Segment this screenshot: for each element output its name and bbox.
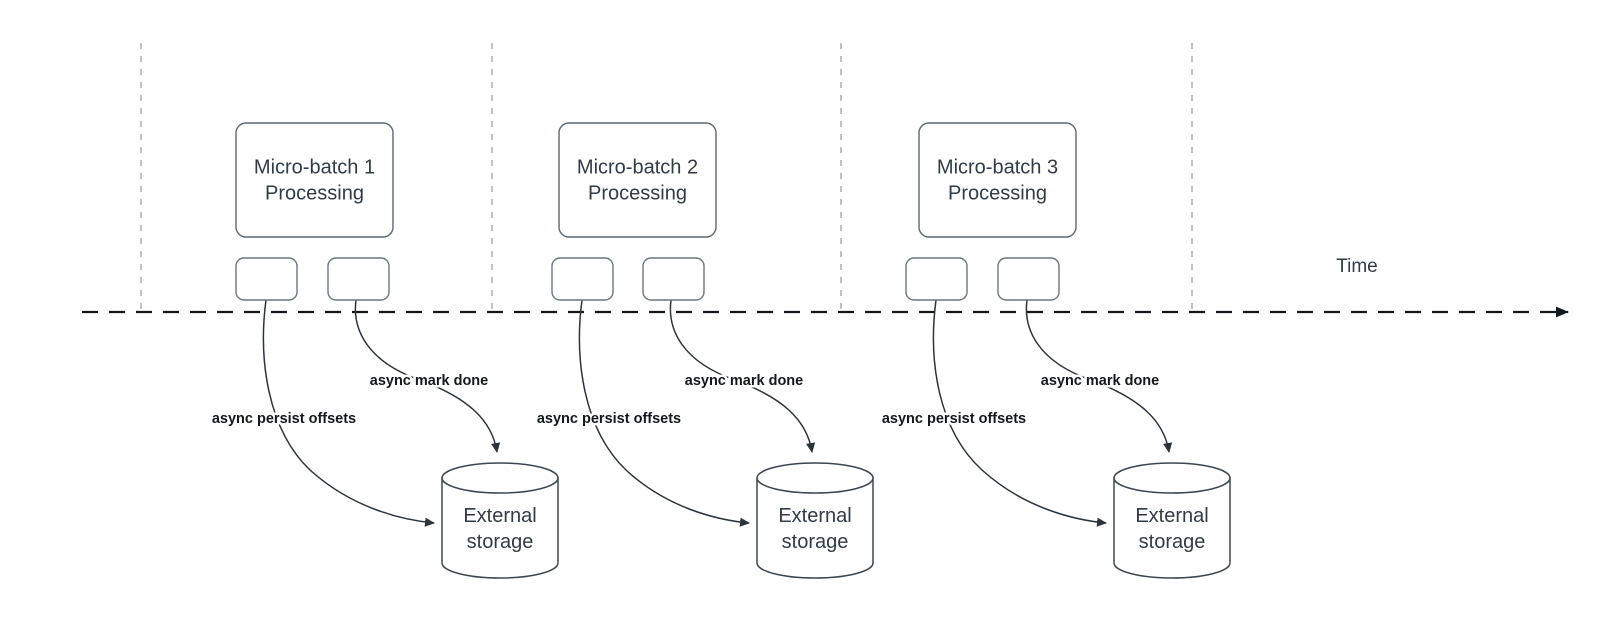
group-2-batch-box[interactable]	[558, 122, 717, 238]
group-3-storage-label-line2: storage	[1139, 531, 1206, 553]
group-2-storage-cylinder-top	[756, 462, 874, 494]
group-1-batch-label-line2: Processing	[265, 182, 364, 204]
group-2-flow-persist-offsets-label-halo: async persist offsets	[537, 411, 681, 427]
group-1-flow-persist-offsets-label: async persist offsets	[212, 411, 356, 427]
group-2-flow-persist-offsets-curve	[578, 299, 750, 527]
time-axis-label: Time	[1336, 256, 1378, 277]
group-2-flow-mark-done-label-halo: async mark done	[685, 373, 803, 389]
group-1-flow-mark-done-label-halo: async mark done	[370, 373, 488, 389]
group-3-flow-persist-offsets-curve	[932, 299, 1107, 527]
group-1-task-persist-offsets[interactable]	[235, 257, 298, 301]
group-1-task-mark-done[interactable]	[327, 257, 390, 301]
guide-lines-layer	[140, 43, 1193, 312]
group-1-storage-cylinder-top	[441, 462, 559, 494]
group-1-flow-mark-done-curve	[354, 299, 501, 453]
group-1-flow-persist-offsets-curve	[262, 299, 435, 527]
group-3-flow-persist-offsets-label: async persist offsets	[882, 411, 1026, 427]
group-3-flow-persist-offsets-label-halo: async persist offsets	[882, 411, 1026, 427]
group-2-batch-label-line1: Micro-batch 2	[577, 156, 698, 178]
group-3-storage-label-line1: External	[1135, 505, 1208, 527]
group-2-task-persist-offsets[interactable]	[551, 257, 614, 301]
group-3-task-mark-done[interactable]	[997, 257, 1060, 301]
group-1-storage-cylinder-body[interactable]	[441, 477, 559, 579]
group-2-task-mark-done[interactable]	[642, 257, 705, 301]
group-2-flow-persist-offsets-label: async persist offsets	[537, 411, 681, 427]
group-1-flow-mark-done-label: async mark done	[370, 373, 488, 389]
nodes-layer	[235, 122, 1231, 579]
group-2-storage-cylinder-body[interactable]	[756, 477, 874, 579]
group-1-batch-label-line1: Micro-batch 1	[254, 156, 375, 178]
group-3-flow-mark-done-label: async mark done	[1041, 373, 1159, 389]
group-2-flow-mark-done-label: async mark done	[685, 373, 803, 389]
group-3-batch-label-line1: Micro-batch 3	[937, 156, 1058, 178]
group-3-storage-cylinder-top	[1113, 462, 1231, 494]
group-3-storage-cylinder-body[interactable]	[1113, 477, 1231, 579]
group-1-flow-persist-offsets-label-halo: async persist offsets	[212, 411, 356, 427]
group-1-batch-box[interactable]	[235, 122, 394, 238]
group-1-storage-label-line2: storage	[467, 531, 534, 553]
group-3-flow-mark-done-curve	[1025, 299, 1173, 453]
flow-curves-layer	[262, 299, 1173, 527]
group-2-flow-mark-done-curve	[669, 299, 816, 453]
group-3-flow-mark-done-label-halo: async mark done	[1041, 373, 1159, 389]
group-2-batch-label-line2: Processing	[588, 182, 687, 204]
group-1-storage-label-line1: External	[463, 505, 536, 527]
group-3-batch-label-line2: Processing	[948, 182, 1047, 204]
group-2-storage-label-line2: storage	[782, 531, 849, 553]
group-3-task-persist-offsets[interactable]	[905, 257, 968, 301]
group-2-storage-label-line1: External	[778, 505, 851, 527]
group-3-batch-box[interactable]	[918, 122, 1077, 238]
